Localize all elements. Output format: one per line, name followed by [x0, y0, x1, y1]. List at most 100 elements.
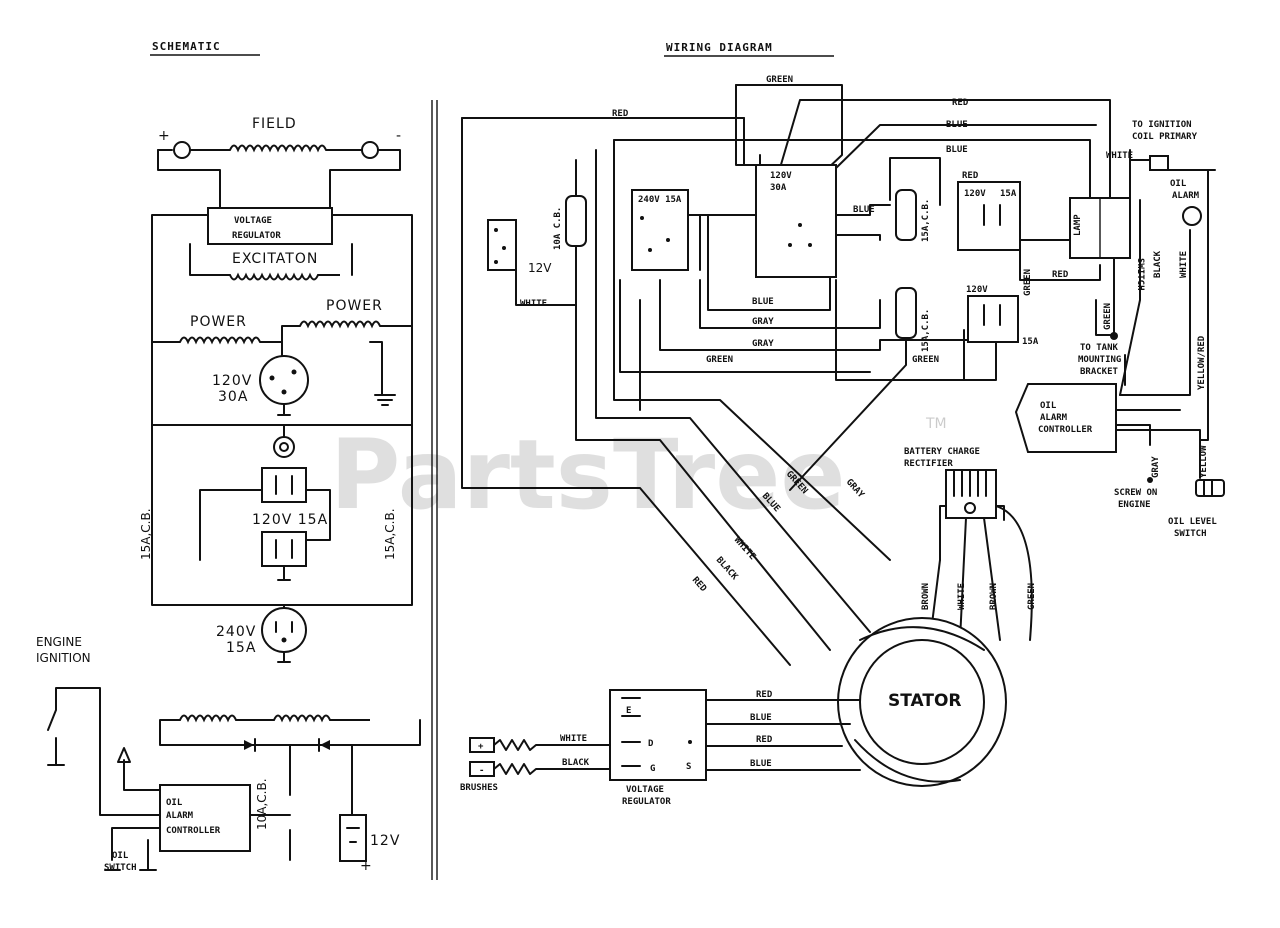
svg-text:GREEN: GREEN	[766, 75, 793, 85]
oil-alarm-label-1: OIL	[1170, 179, 1187, 189]
oil-alarm-lamp	[1182, 206, 1202, 226]
stator: STATOR	[837, 617, 1007, 787]
svg-text:WHITE: WHITE	[1179, 251, 1189, 278]
watermark-tm: TM	[925, 416, 947, 432]
svg-text:GRAY: GRAY	[844, 477, 866, 500]
svg-text:120V: 120V	[212, 373, 252, 389]
svg-text:YELLOW: YELLOW	[1199, 445, 1209, 478]
svg-text:OIL: OIL	[166, 798, 183, 808]
wiring-title: WIRING DIAGRAM	[666, 41, 773, 54]
excitation-coil	[190, 272, 340, 281]
svg-text:GRAY: GRAY	[1151, 456, 1161, 478]
to-ignition-label-1: TO IGNITION	[1132, 120, 1192, 130]
wiring-battery-12v: 12V	[487, 219, 577, 306]
svg-text:12V: 12V	[528, 261, 552, 275]
svg-text:BLUE: BLUE	[946, 145, 968, 155]
svg-text:RED: RED	[756, 690, 773, 700]
power-coils	[151, 320, 413, 406]
charging-coils: 12V +	[159, 714, 421, 874]
wiring-receptacle-120v-15a-lower: 120V 15A	[966, 285, 1039, 347]
svg-text:120V: 120V	[966, 285, 988, 295]
oil-switch-label-2: SWITCH	[104, 863, 137, 873]
battery-charge-rectifier	[929, 469, 1033, 641]
svg-text:CONTROLLER: CONTROLLER	[1038, 425, 1093, 435]
svg-text:REGULATOR: REGULATOR	[622, 797, 671, 807]
schematic-cb-left: 15A,C.B.	[139, 508, 153, 560]
svg-text:BLACK: BLACK	[1153, 250, 1163, 278]
svg-text:15A,C.B.: 15A,C.B.	[921, 199, 931, 242]
svg-text:GREEN: GREEN	[1103, 303, 1113, 330]
field-plus-label: +	[158, 128, 171, 144]
svg-text:15A,C.B.: 15A,C.B.	[921, 309, 931, 352]
schematic-lamp	[151, 424, 413, 458]
svg-text:120V: 120V	[770, 171, 792, 181]
svg-text:BLUE: BLUE	[853, 205, 875, 215]
schematic-battery-12v: 12V	[370, 833, 400, 849]
to-tank-label-1: TO TANK	[1080, 343, 1119, 353]
ignition-connector	[1149, 155, 1169, 171]
wiring-receptacle-240v-15a: 240V 15A	[631, 189, 701, 271]
wiring-lamp-switch: LAMP SWITCH	[1069, 197, 1145, 291]
svg-text:15A: 15A	[1000, 189, 1017, 199]
svg-text:WHITE: WHITE	[1106, 151, 1133, 161]
svg-text:RED: RED	[1052, 270, 1069, 280]
svg-text:REGULATOR: REGULATOR	[232, 231, 281, 241]
svg-text:BROWN: BROWN	[989, 583, 999, 610]
svg-text:15A: 15A	[1022, 337, 1039, 347]
schematic-voltage-regulator: VOLTAGE REGULATOR	[151, 207, 413, 606]
svg-text:VOLTAGE: VOLTAGE	[626, 785, 664, 795]
bracket-terminal	[1110, 332, 1118, 340]
svg-text:30A: 30A	[770, 183, 787, 193]
to-tank-label-3: BRACKET	[1080, 367, 1119, 377]
wiring-cb-15a-upper: 15A,C.B.	[895, 189, 931, 242]
svg-text:GREEN: GREEN	[1027, 583, 1037, 610]
schematic-receptacle-120v-30a: 120V 30A	[212, 355, 309, 416]
svg-text:30A: 30A	[218, 389, 248, 405]
svg-text:120V 15A: 120V 15A	[252, 512, 328, 528]
svg-text:240V: 240V	[216, 624, 256, 640]
svg-text:GRAY: GRAY	[752, 317, 774, 327]
engine-ignition-label-1: ENGINE	[36, 635, 82, 649]
svg-text:G: G	[650, 764, 655, 774]
screw-on-engine: SCREW ON ENGINE	[1114, 477, 1157, 510]
ignition-switch	[47, 687, 161, 816]
svg-text:RED: RED	[690, 575, 709, 594]
schematic-receptacle-120v-15a: 120V 15A	[199, 467, 331, 581]
svg-text:GREEN: GREEN	[912, 355, 939, 365]
schematic-cb-right: 15A,C.B.	[383, 508, 397, 560]
svg-text:GREEN: GREEN	[1023, 269, 1033, 296]
svg-text:CONTROLLER: CONTROLLER	[166, 826, 221, 836]
oil-switch-label-1: OIL	[112, 851, 129, 861]
svg-text:WHITE: WHITE	[560, 734, 587, 744]
svg-text:VOLTAGE: VOLTAGE	[234, 216, 272, 226]
excitation-label: EXCITATON	[232, 251, 318, 267]
field-minus-label: -	[396, 128, 402, 144]
schematic-panel: SCHEMATIC FIELD + - VOLTAGE REGULATOR EX…	[36, 40, 421, 874]
wiring-cb-15a-lower: 15A,C.B.	[895, 287, 931, 352]
svg-text:YELLOW/RED: YELLOW/RED	[1197, 335, 1207, 390]
svg-text:BLUE: BLUE	[946, 120, 968, 130]
svg-text:OIL LEVEL: OIL LEVEL	[1168, 517, 1217, 527]
oil-level-switch: OIL LEVEL SWITCH	[1168, 479, 1225, 539]
svg-text:E: E	[626, 706, 631, 716]
svg-text:120V: 120V	[964, 189, 986, 199]
svg-text:+: +	[478, 742, 484, 752]
svg-text:RED: RED	[612, 109, 629, 119]
schematic-receptacle-240v-15a: 240V 15A	[216, 604, 307, 663]
field-coil	[157, 141, 401, 209]
svg-text:D: D	[648, 739, 654, 749]
cb-break-marks	[151, 504, 413, 536]
svg-text:WHITE: WHITE	[732, 535, 758, 562]
panel-divider	[431, 100, 438, 880]
svg-text:240V 15A: 240V 15A	[638, 195, 682, 205]
svg-text:RED: RED	[952, 98, 969, 108]
svg-text:STATOR: STATOR	[888, 691, 962, 711]
to-ignition-label-2: COIL PRIMARY	[1132, 132, 1198, 142]
schematic-cb-10a: 10A,C.B.	[255, 778, 269, 830]
svg-text:WHITE: WHITE	[957, 583, 967, 610]
wiring-receptacle-120v-30a: 120V 30A	[755, 164, 837, 278]
svg-text:SWITCH: SWITCH	[1135, 258, 1145, 291]
wiring-voltage-regulator: E D S G VOLTAGE REGULATOR	[609, 689, 861, 807]
schematic-battery-plus: +	[360, 858, 373, 874]
